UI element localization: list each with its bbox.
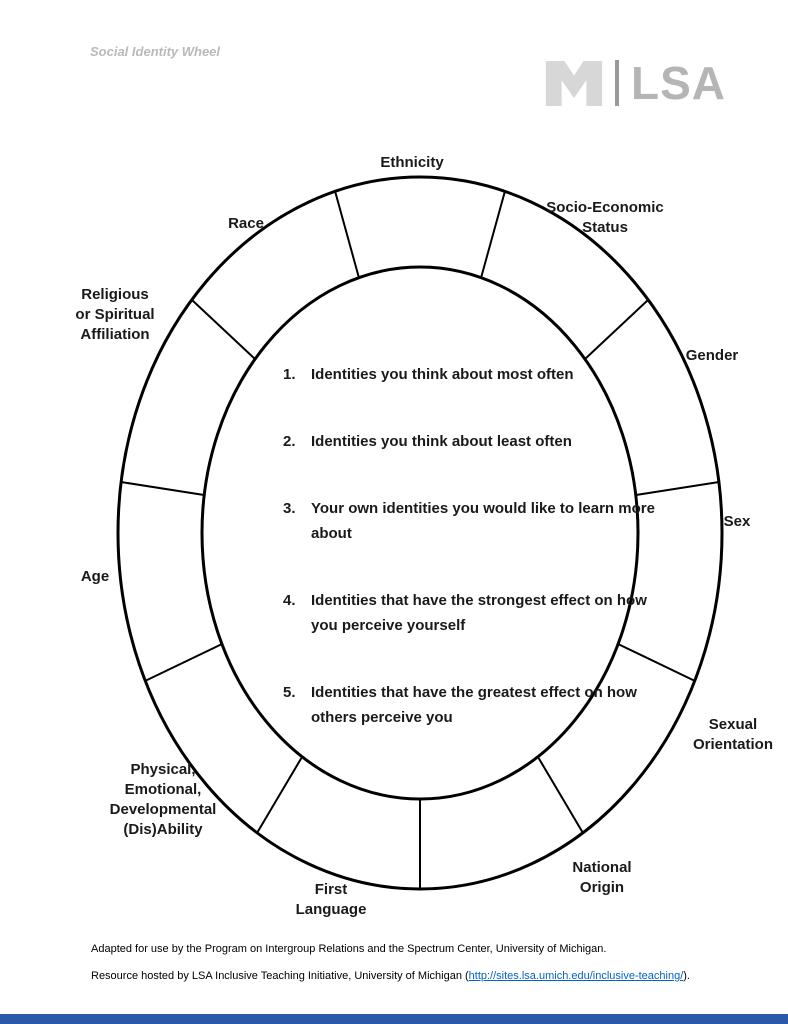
wheel-label-sex: Sex bbox=[723, 513, 751, 530]
wheel-divider bbox=[480, 190, 506, 279]
footer-resource-prefix: Resource hosted by LSA Inclusive Teachin… bbox=[91, 970, 469, 982]
wheel-label-socio-economic-status: Socio-Economic Status bbox=[546, 199, 664, 236]
center-prompts-list: 1. Identities you think about most often… bbox=[283, 362, 661, 730]
footer-resource: Resource hosted by LSA Inclusive Teachin… bbox=[91, 970, 690, 982]
wheel-label-race: Race bbox=[228, 215, 264, 232]
wheel-divider bbox=[191, 299, 256, 360]
resource-link[interactable]: http://sites.lsa.umich.edu/inclusive-tea… bbox=[468, 970, 684, 982]
prompt-item: 4. Identities that have the strongest ef… bbox=[283, 588, 661, 638]
footer-attribution: Adapted for use by the Program on Interg… bbox=[91, 943, 607, 955]
wheel-label-first-language: First Language bbox=[295, 881, 367, 918]
wheel-divider bbox=[256, 756, 303, 834]
logo-divider bbox=[615, 60, 619, 106]
wheel-label-ethnicity: Ethnicity bbox=[380, 154, 444, 171]
um-lsa-logo: LSA bbox=[545, 60, 726, 106]
block-m-icon bbox=[545, 60, 603, 106]
prompt-number: 2. bbox=[283, 433, 296, 450]
footer-color-bar bbox=[0, 1014, 788, 1024]
prompt-item: 1. Identities you think about most often bbox=[283, 362, 661, 387]
wheel-divider bbox=[120, 481, 205, 496]
wheel-label-national-origin: National Origin bbox=[572, 859, 632, 896]
prompt-item: 5. Identities that have the greatest eff… bbox=[283, 680, 661, 730]
wheel-divider bbox=[617, 643, 696, 682]
prompt-text: Identities you think about least often bbox=[311, 433, 572, 450]
footer-resource-suffix: ). bbox=[683, 970, 690, 982]
wheel-label-religious-spiritual-affiliation: Religious or Spiritual Affiliation bbox=[75, 286, 155, 343]
prompt-number: 1. bbox=[283, 366, 296, 383]
wheel-divider bbox=[334, 190, 360, 279]
wheel-divider bbox=[537, 756, 584, 834]
prompt-number: 3. bbox=[283, 500, 296, 517]
wheel-label-disability: Physical, Emotional, Developmental (Dis)… bbox=[109, 761, 217, 838]
prompt-text: Your own identities you would like to le… bbox=[311, 500, 655, 542]
wheel-label-gender: Gender bbox=[685, 347, 739, 364]
wheel-divider bbox=[635, 481, 720, 496]
wheel-label-sexual-orientation: Sexual Orientation bbox=[692, 716, 774, 753]
prompt-item: 3. Your own identities you would like to… bbox=[283, 496, 661, 546]
wheel-label-age: Age bbox=[80, 568, 110, 585]
prompt-text: Identities that have the greatest effect… bbox=[311, 684, 637, 726]
prompt-number: 4. bbox=[283, 592, 296, 609]
lsa-wordmark: LSA bbox=[631, 57, 726, 109]
wheel-divider bbox=[144, 643, 223, 682]
page-title: Social Identity Wheel bbox=[90, 44, 221, 59]
prompt-number: 5. bbox=[283, 684, 296, 701]
wheel-divider bbox=[584, 299, 649, 360]
prompt-text: Identities you think about most often bbox=[311, 366, 574, 383]
prompt-text: Identities that have the strongest effec… bbox=[311, 592, 647, 634]
prompt-item: 2. Identities you think about least ofte… bbox=[283, 429, 661, 454]
